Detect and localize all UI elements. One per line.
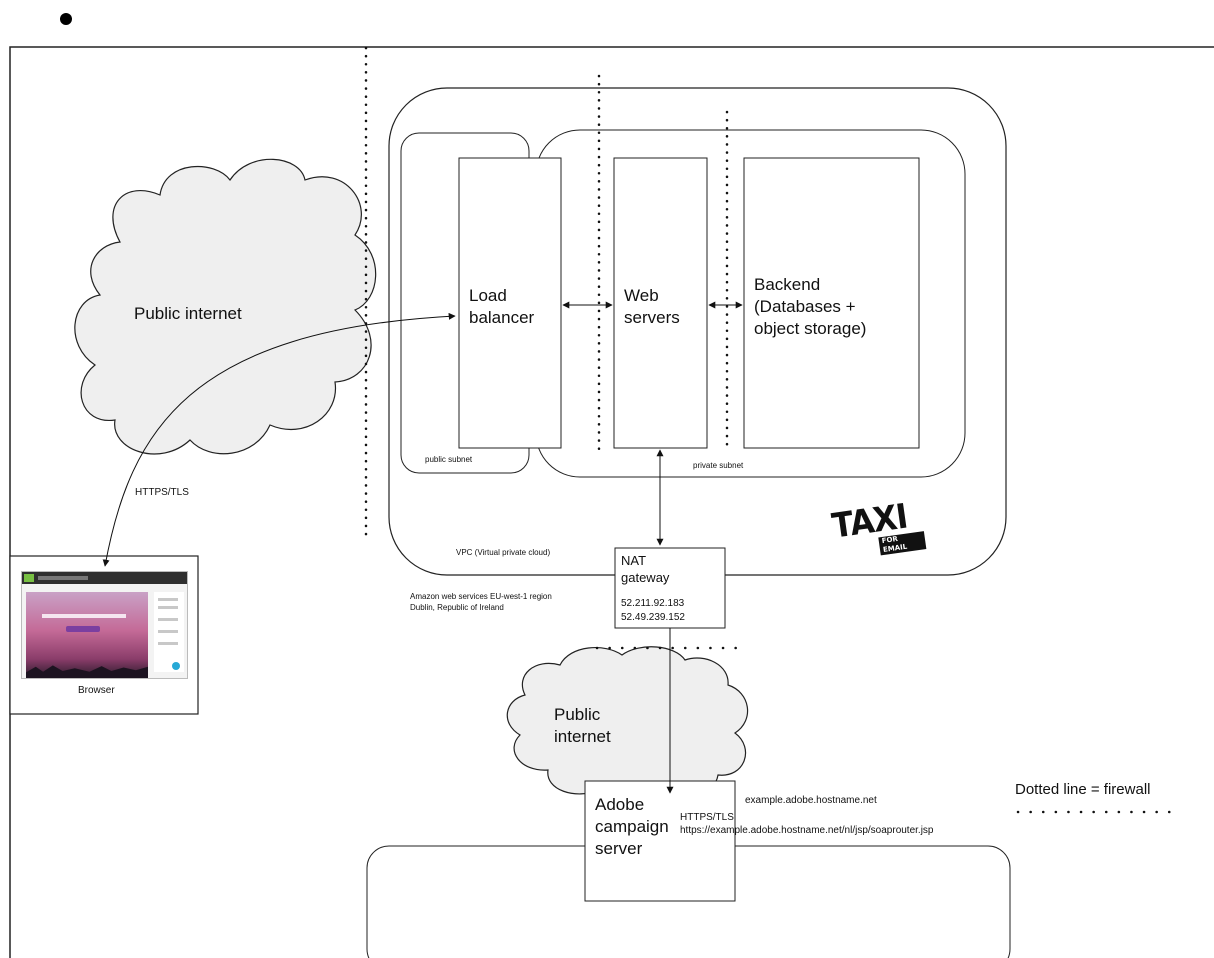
- vpc-label: VPC (Virtual private cloud): [456, 548, 551, 557]
- public-internet-top-label: Public internet: [134, 304, 242, 323]
- region-label-line1: Amazon web services EU-west-1 region: [410, 592, 552, 601]
- private-subnet-label: private subnet: [693, 461, 744, 470]
- web-servers-label-line1: Web: [624, 286, 659, 305]
- browser-screenshot: [21, 571, 188, 679]
- web-servers-label-line2: servers: [624, 308, 680, 327]
- web-servers-box: [613, 157, 708, 449]
- nat-gateway-label-line2: gateway: [621, 570, 670, 585]
- adobe-server-label-line3: server: [595, 839, 643, 858]
- adobe-host-label: example.adobe.hostname.net: [745, 795, 877, 806]
- adobe-server-label-line2: campaign: [595, 817, 669, 836]
- adobe-server-label-line1: Adobe: [595, 795, 645, 814]
- public-internet-bottom-line1: Public: [554, 705, 601, 724]
- https-tls-browser-label: HTTPS/TLS: [135, 487, 189, 498]
- nat-ip-2: 52.49.239.152: [621, 612, 685, 623]
- https-tls-adobe-label: HTTPS/TLS: [680, 812, 734, 823]
- nat-ip-1: 52.211.92.183: [621, 598, 685, 609]
- public-subnet-label: public subnet: [425, 455, 473, 464]
- backend-label-line3: object storage): [754, 319, 867, 338]
- region-label-line2: Dublin, Republic of Ireland: [410, 603, 504, 612]
- load-balancer-box: [458, 157, 562, 449]
- cloud-bottom: [506, 646, 749, 804]
- load-balancer-label-line1: Load: [469, 286, 507, 305]
- legend-label: Dotted line = firewall: [1015, 781, 1151, 798]
- backend-label-line1: Backend: [754, 275, 821, 294]
- public-internet-bottom-line2: internet: [554, 727, 611, 746]
- load-balancer-label-line2: balancer: [469, 308, 535, 327]
- browser-label: Browser: [78, 685, 115, 696]
- arrow-browser-to-lb: [102, 312, 456, 567]
- soap-url-label: https://example.adobe.hostname.net/nl/js…: [680, 825, 934, 836]
- nat-gateway-label-line1: NAT: [621, 553, 647, 568]
- nat-gateway-box: [614, 547, 726, 629]
- bullet-point: [60, 13, 72, 25]
- backend-box: [743, 157, 920, 449]
- adobe-server-box: [584, 780, 736, 902]
- backend-label-line2: (Databases +: [754, 297, 856, 316]
